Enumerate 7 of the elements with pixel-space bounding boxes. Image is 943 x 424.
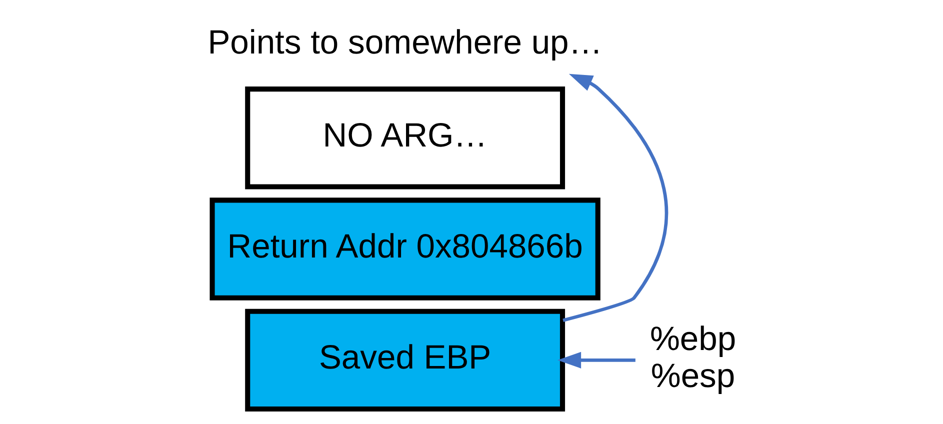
node-box: Return Addr 0x804866b bbox=[209, 198, 600, 300]
node-box: NO ARG… bbox=[244, 86, 565, 190]
node-text: Points to somewhere up… bbox=[207, 24, 602, 62]
arrow bbox=[562, 74, 668, 322]
arrow bbox=[556, 352, 635, 368]
node-box: Saved EBP bbox=[244, 308, 565, 412]
node-text: %ebp %esp bbox=[649, 321, 736, 396]
